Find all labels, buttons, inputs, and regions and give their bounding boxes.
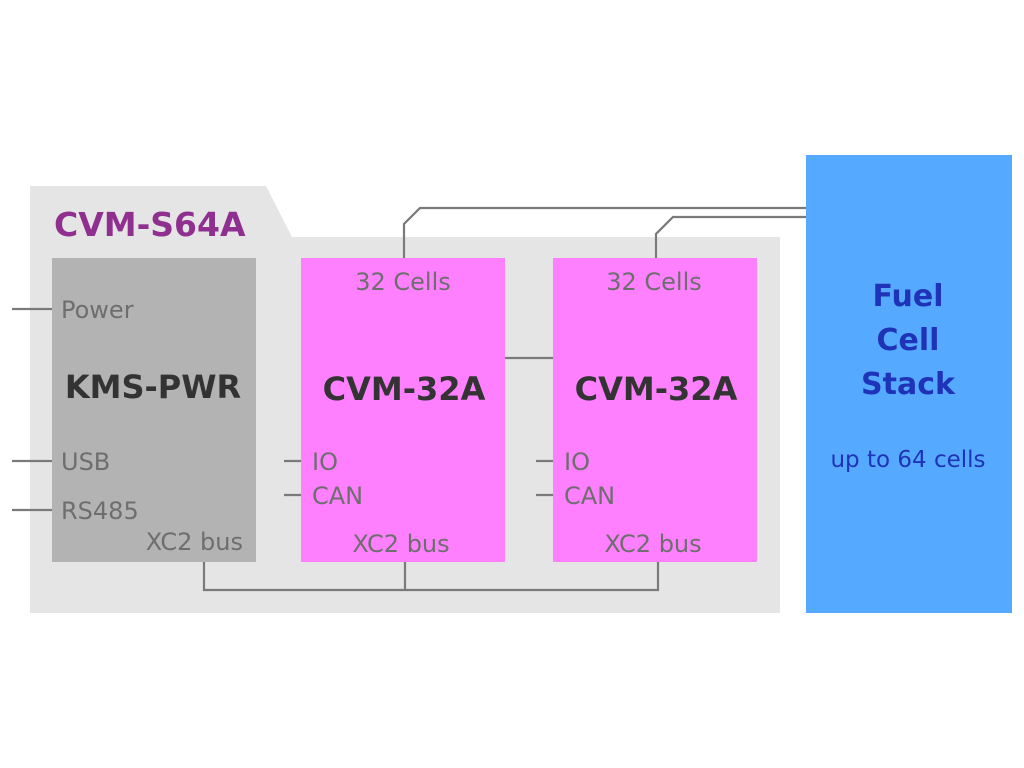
kms-pwr-bus-label: XC2 bus: [146, 528, 243, 556]
fuel-cell-stack-line-3: Stack: [861, 367, 956, 402]
cvm-module-2-cells-label: 32 Cells: [606, 268, 702, 296]
fuel-cell-stack-capacity: up to 64 cells: [830, 447, 985, 473]
kms-pwr-title: KMS-PWR: [65, 368, 241, 406]
enclosure-title: CVM-S64A: [54, 205, 246, 244]
fuel-cell-stack-block: [806, 155, 1012, 613]
cell-wire-to-cvm-2: [654, 215, 806, 258]
kms-pwr-module: [52, 258, 256, 562]
kms-pwr-usb-label: USB: [61, 448, 110, 476]
kms-pwr-rs485-label: RS485: [61, 497, 139, 525]
cvm-module-1: [301, 258, 505, 562]
cell-wire-to-cvm-1: [402, 206, 806, 258]
fuel-cell-stack-line-2: Cell: [877, 323, 940, 358]
cvm-module-1-bus-label: XC2 bus: [352, 530, 449, 558]
cvm-module-2-bus-label: XC2 bus: [604, 530, 701, 558]
cvm-module-2-io-label: IO: [564, 448, 590, 476]
kms-pwr-power-label: Power: [61, 296, 134, 324]
cvm-module-1-can-label: CAN: [312, 482, 363, 510]
cvm-module-2-title: CVM-32A: [575, 370, 738, 408]
cvm-module-2: [553, 258, 757, 562]
cvm-module-2-can-label: CAN: [564, 482, 615, 510]
cvm-module-1-io-label: IO: [312, 448, 338, 476]
cvm-module-1-title: CVM-32A: [323, 370, 486, 408]
cvm-module-1-cells-label: 32 Cells: [355, 268, 451, 296]
xc2-bus-wire: [202, 562, 660, 592]
fuel-cell-stack-line-1: Fuel: [873, 279, 944, 314]
